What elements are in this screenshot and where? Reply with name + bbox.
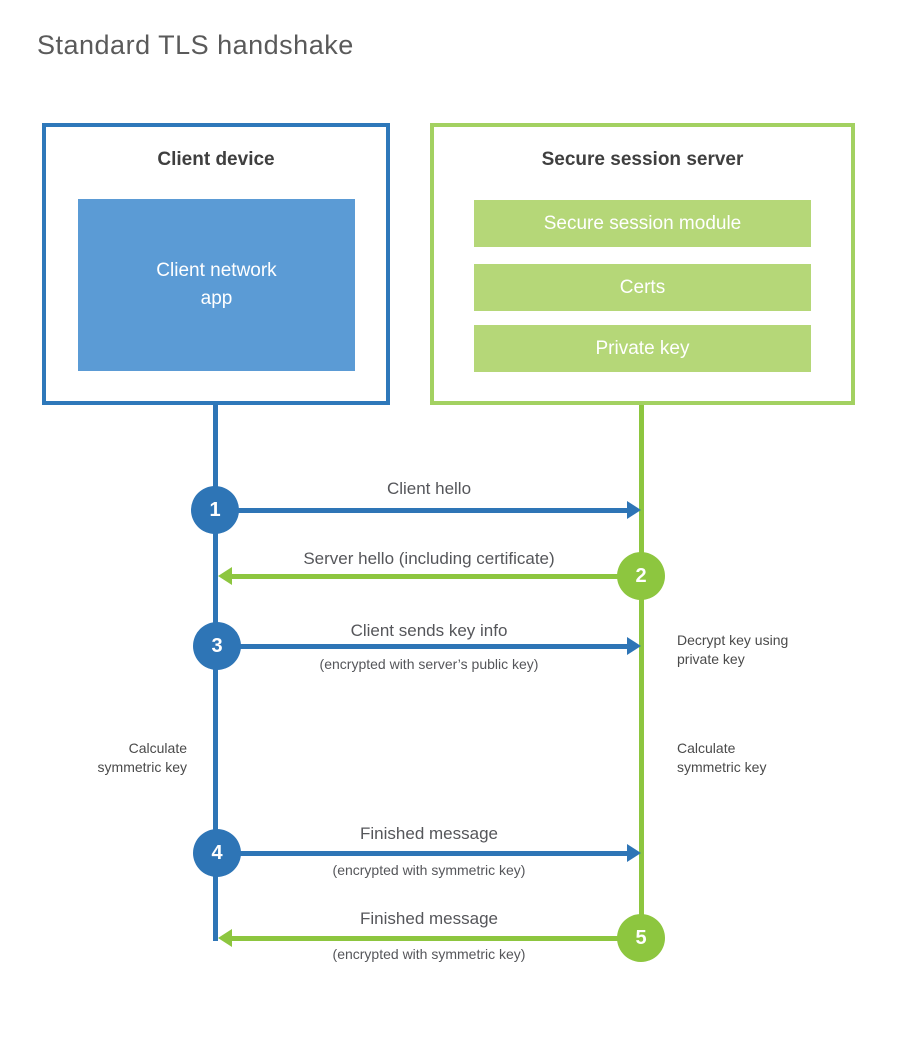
step-2-arrow-line: [232, 574, 618, 579]
secure-session-module-label: Secure session module: [543, 212, 742, 234]
step-4-arrowhead-right-icon: [627, 844, 641, 862]
decrypt-key-annotation: Decrypt key using private key: [677, 632, 789, 667]
step-5-number: 5: [635, 926, 647, 949]
step-5-sublabel: (encrypted with symmetric key): [332, 946, 526, 962]
step-5-marker: 5: [617, 914, 665, 962]
step-3-number: 3: [211, 634, 223, 657]
step-4-label: Finished message: [360, 824, 498, 843]
step-3-label: Client sends key info: [350, 621, 508, 640]
calculate-symmetric-key-left-annotation: Calculate symmetric key: [97, 740, 187, 775]
step-1-arrowhead-right-icon: [627, 501, 641, 519]
step-5-arrowhead-left-icon: [218, 929, 232, 947]
private-key-label: Private key: [595, 337, 690, 359]
step-2-marker: 2: [617, 552, 665, 600]
step-1-number: 1: [209, 498, 221, 521]
page-title: Standard TLS handshake: [37, 30, 354, 60]
step-1-arrow-line: [237, 508, 627, 513]
client-device-box: Client device Client network app: [42, 123, 390, 405]
certs-label: Certs: [619, 276, 666, 298]
step-1-label: Client hello: [386, 479, 472, 498]
secure-session-module-bar: Secure session module: [474, 200, 811, 247]
step-2-number: 2: [635, 564, 647, 587]
server-lifeline: [639, 405, 644, 938]
step-3-marker: 3: [193, 622, 241, 670]
certs-bar: Certs: [474, 264, 811, 311]
step-2-arrowhead-left-icon: [218, 567, 232, 585]
step-3-arrowhead-right-icon: [627, 637, 641, 655]
step-5-arrow-line: [232, 936, 618, 941]
step-4-sublabel: (encrypted with symmetric key): [332, 862, 526, 878]
secure-session-server-box: Secure session server Secure session mod…: [430, 123, 855, 405]
step-4-marker: 4: [193, 829, 241, 877]
step-4-arrow-line: [239, 851, 627, 856]
step-4-number: 4: [211, 841, 223, 864]
step-3-arrow-line: [239, 644, 627, 649]
client-lifeline: [213, 405, 218, 941]
step-2-label: Server hello (including certificate): [303, 549, 555, 568]
step-1-marker: 1: [191, 486, 239, 534]
calculate-symmetric-key-right-annotation: Calculate symmetric key: [677, 740, 767, 775]
client-device-title: Client device: [157, 149, 275, 170]
step-5-label: Finished message: [360, 909, 498, 928]
client-network-app-label: Client network app: [156, 260, 277, 309]
private-key-bar: Private key: [474, 325, 811, 372]
secure-session-server-title: Secure session server: [541, 149, 744, 170]
client-network-app-module: Client network app: [78, 199, 355, 371]
step-3-sublabel: (encrypted with server’s public key): [319, 656, 539, 672]
